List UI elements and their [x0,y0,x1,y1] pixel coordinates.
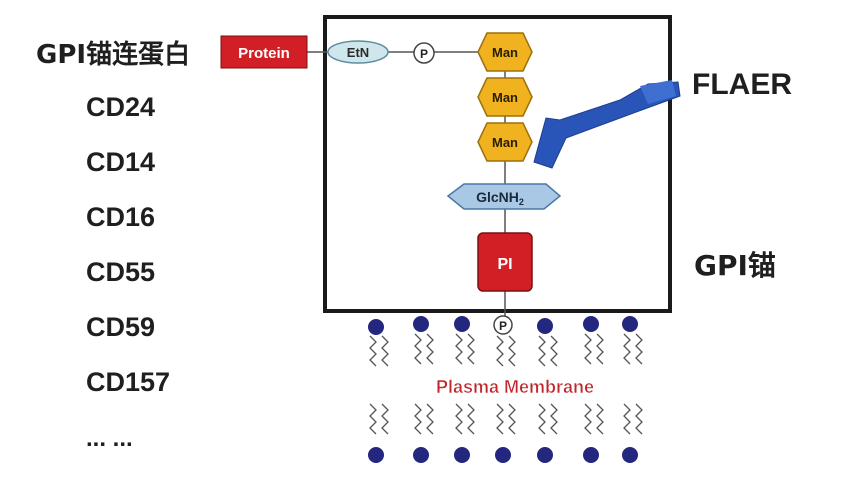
svg-text:P: P [499,319,507,333]
svg-text:EtN: EtN [347,45,369,60]
gpi-anchor-label: GPI锚 [694,249,776,282]
lipid-head [368,447,384,463]
cd-item-2: CD14 [86,147,156,177]
lipid-head [583,316,599,332]
lipid-head [583,447,599,463]
lipid-head [454,447,470,463]
phosphate-top: P [413,42,435,64]
lipid-head [537,447,553,463]
cd-item-3: CD16 [86,202,156,232]
pi-block: PI [477,232,533,292]
mannose-2: Man [477,77,533,117]
svg-text:Protein: Protein [238,45,290,62]
lipid-head [454,316,470,332]
svg-text:GlcNH2: GlcNH2 [476,189,524,207]
lipid-head [368,319,384,335]
cd-item-7: ... ... [86,425,133,452]
lipid-head [495,447,511,463]
svg-text:P: P [420,47,428,61]
lipid-head [622,447,638,463]
cd-item-6: CD157 [86,367,171,397]
gpi-anchored-proteins-label: GPI锚连蛋白 [36,40,191,70]
cd-item-5: CD59 [86,312,156,342]
membrane-upper-heads [368,316,638,335]
glcnh2-group: GlcNH2 [446,183,562,210]
flaer-label: FLAER [692,68,792,101]
lipid-head [622,316,638,332]
svg-text:Man: Man [492,45,518,60]
flaer-molecule [533,80,681,169]
phosphate-membrane: P [493,315,513,335]
svg-text:Man: Man [492,135,518,150]
mannose-1: Man [477,32,533,72]
membrane-upper-tails [369,333,643,367]
lipid-head [413,447,429,463]
mannose-3: Man [477,122,533,162]
svg-text:Man: Man [492,90,518,105]
etn-group: EtN [327,40,389,64]
membrane-lower-heads [368,447,638,463]
protein-block: Protein [220,35,308,69]
membrane-lower-tails [369,403,643,435]
lipid-head [413,316,429,332]
gpi-anchor-box [323,15,672,313]
lipid-head [537,318,553,334]
svg-text:PI: PI [497,256,512,273]
plasma-membrane-label: Plasma Membrane [436,377,594,397]
cd-item-4: CD55 [86,257,156,287]
cd-item-1: CD24 [86,92,156,122]
